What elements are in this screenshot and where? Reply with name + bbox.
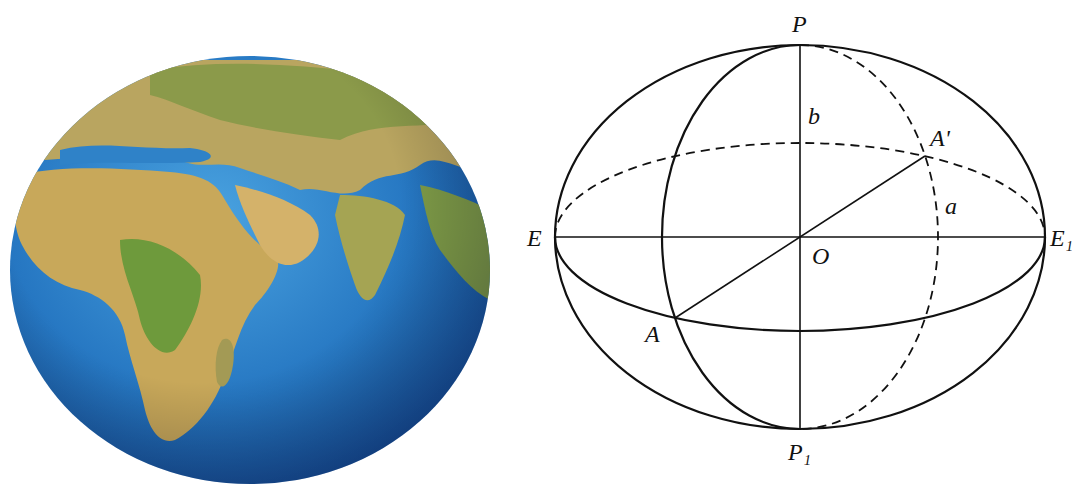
- point-label: E: [527, 226, 542, 250]
- ellipsoid: [555, 45, 1045, 429]
- globe: [0, 56, 495, 484]
- point-label: A: [645, 322, 660, 346]
- point-label: E₁: [1050, 226, 1073, 250]
- pole-label: P: [792, 12, 807, 36]
- semi-axis-label: b: [808, 104, 820, 128]
- point-label: A': [930, 126, 950, 150]
- semi-axis-label: a: [945, 194, 957, 218]
- center-label: O: [812, 244, 829, 268]
- pole-label: P₁: [788, 440, 811, 464]
